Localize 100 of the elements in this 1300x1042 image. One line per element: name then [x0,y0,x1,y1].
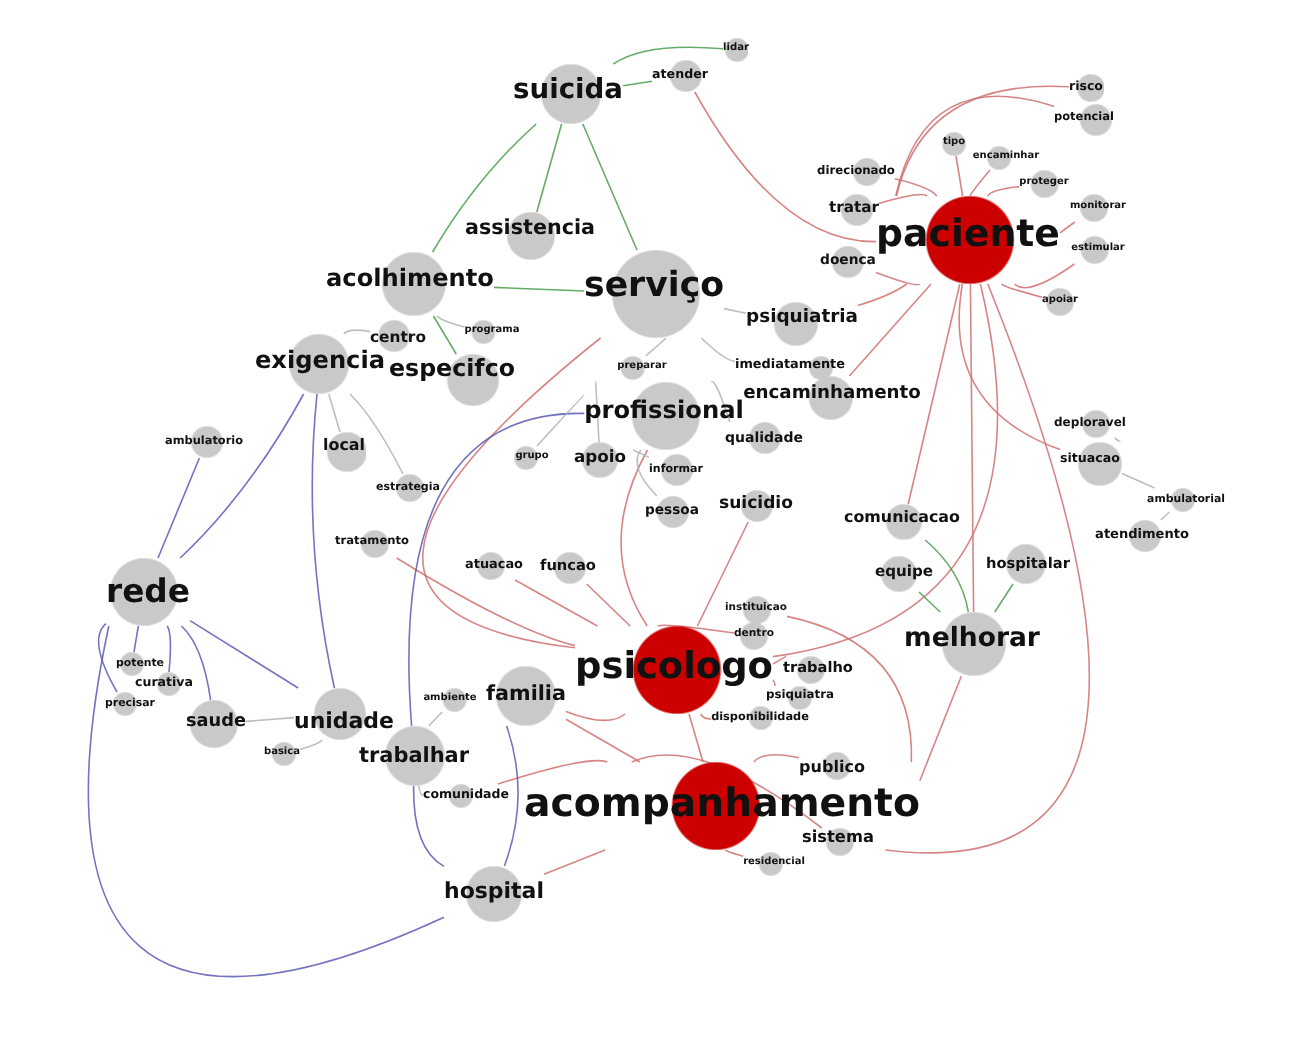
word-label: exigencia [254,348,385,376]
network-link [699,713,712,720]
word-label: publico [799,758,865,778]
network-link [565,718,641,763]
network-link [918,591,941,613]
network-link [299,739,323,751]
graph-node [1042,288,1078,316]
network-link [97,622,118,693]
network-link [1114,437,1121,443]
network-link [632,449,650,459]
network-link [620,449,649,627]
network-link [395,557,576,647]
word-label: sistema [802,828,874,848]
network-link [87,625,445,977]
network-link [1121,472,1156,489]
word-label: psiquiatria [746,307,858,329]
network-link [895,95,1055,197]
network-link [969,283,975,613]
word-label: serviço [584,268,724,308]
graph-node [649,454,703,486]
network-link [894,178,938,197]
network-link [696,521,749,627]
network-link [166,625,172,673]
word-label: saude [186,711,246,733]
network-link [245,716,295,723]
network-link [536,123,563,213]
network-link [786,615,913,763]
network-link [657,624,735,634]
network-link [343,329,371,335]
network-link [133,625,140,653]
network-link [772,655,788,665]
word-label: encaminhamento [743,383,921,405]
graph-node [514,446,549,470]
network-link [585,583,631,627]
network-link [710,381,731,423]
word-label: melhorar [904,624,1040,656]
network-link [189,619,299,689]
word-label: suicidio [719,496,793,516]
graph-node [942,132,966,156]
network-link [595,381,600,443]
graph-node [116,652,164,676]
network-link [987,185,1020,197]
graph-node [264,742,300,766]
word-label: apoio [574,448,626,468]
network-link [582,123,638,251]
network-link [157,457,201,559]
word-label: trabalhar [359,743,469,768]
graph-node [1069,74,1104,102]
word-label: assistencia [465,218,595,242]
network-link [328,393,341,433]
word-label: familia [486,684,566,708]
network-link [955,155,964,197]
graph-node [1060,442,1122,486]
network-link [436,315,466,328]
network-link [493,286,585,292]
word-label: hospital [444,879,544,905]
network-link [924,539,970,613]
network-link [848,283,932,377]
graph-node [617,356,667,380]
network-link [180,625,212,701]
network-link [1160,511,1171,521]
network-link [994,583,1014,613]
network-link [700,337,736,363]
graph-node [323,432,366,472]
network-link [432,315,457,355]
network-link [958,283,1061,451]
network-link [497,759,608,785]
network-link [431,123,537,253]
word-label: acolhimento [326,266,494,294]
network-link [543,849,606,875]
network-link [179,393,305,559]
graph-node [186,700,246,748]
network-link [1059,221,1076,234]
network-link [565,710,626,722]
graph-node [723,38,749,62]
network-link [969,169,991,197]
word-label: rede [106,573,190,611]
network-link [503,725,519,867]
network-link [428,711,443,727]
word-label: especifco [389,356,515,384]
network-link [884,283,1091,854]
word-label: profissional [584,398,744,426]
network-link [907,283,961,505]
network-link [772,679,776,687]
network-link [857,283,908,307]
network-link [408,412,585,727]
network-link [753,753,800,763]
network-link [724,849,744,857]
network-link [536,394,585,447]
network-link [418,785,424,797]
network-link [349,393,404,475]
network-link [514,579,599,627]
network-link [622,80,653,87]
network-link [645,337,667,357]
network-link [612,46,724,65]
network-link [1000,283,1043,298]
word-label: unidade [294,709,394,735]
network-link [1013,263,1076,289]
network-link [636,449,658,497]
network-link [412,785,445,868]
